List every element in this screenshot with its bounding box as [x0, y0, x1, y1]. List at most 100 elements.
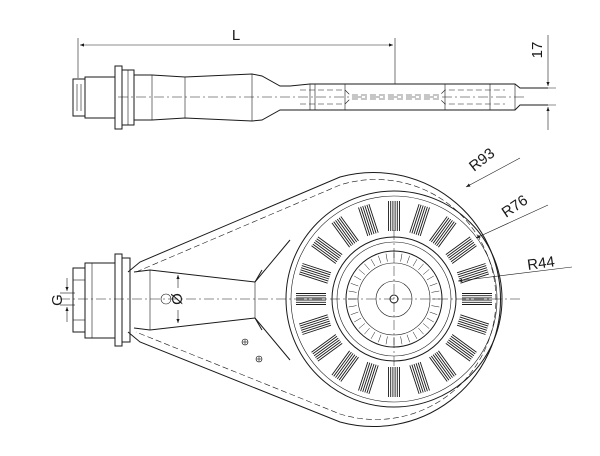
flame-slot-line — [364, 363, 375, 393]
radius-r44-label: R44 — [526, 253, 556, 274]
side-view-inlet-fitting — [72, 65, 135, 130]
flame-slot-line — [298, 314, 328, 325]
flame-slot-line — [451, 245, 477, 264]
flame-slot-line — [445, 236, 471, 255]
flame-slot-line — [333, 221, 352, 247]
flame-slot-line — [458, 267, 488, 278]
flame-slot-line — [459, 271, 489, 282]
flame-slot-line — [448, 339, 473, 358]
flame-slot-line — [317, 236, 343, 255]
flame-slot-line — [418, 263, 424, 271]
flame-slot-line — [311, 334, 337, 353]
flame-slot-line — [430, 355, 450, 381]
flame-slot-line — [412, 331, 418, 339]
height-dimension: 17 — [520, 35, 556, 130]
flame-slot-line — [458, 269, 488, 280]
flame-slot-line — [299, 271, 329, 282]
flame-slot-line — [413, 205, 424, 235]
flame-slot-line — [364, 263, 370, 271]
flame-slot-line — [406, 334, 410, 343]
top-view: G Ø R93 R76 R44 — [49, 145, 573, 427]
flame-slot-line — [366, 364, 377, 394]
flame-slot-line — [362, 363, 373, 393]
flame-slot-line — [312, 243, 338, 263]
flame-slot-line — [350, 311, 359, 315]
radius-r76-label: R76 — [499, 192, 531, 221]
flame-slot-line — [358, 323, 366, 329]
flame-slot-line — [400, 253, 403, 262]
top-view-inlet-fitting — [72, 253, 131, 347]
flame-slot-line — [413, 363, 424, 393]
diameter-dimension: Ø — [169, 275, 186, 323]
flame-slot-line — [368, 203, 379, 233]
flame-slot-line — [299, 316, 329, 327]
flame-slot-line — [458, 320, 488, 331]
flame-slot-line — [409, 203, 420, 233]
flame-slot-line — [354, 275, 362, 281]
flame-slot-line — [313, 241, 339, 261]
flame-slot-line — [385, 336, 388, 345]
flame-slot-line — [366, 204, 377, 234]
flame-slot-line — [317, 343, 343, 362]
flame-slot-line — [460, 273, 490, 284]
flame-slot-line — [360, 206, 371, 236]
flame-slot-line — [340, 216, 359, 242]
flame-slot-line — [436, 221, 455, 247]
flame-slot-line — [350, 283, 359, 287]
flame-slot-line — [436, 351, 455, 377]
flame-slot-line — [460, 314, 490, 325]
flame-slot-line — [422, 323, 430, 329]
screw-marks — [241, 338, 263, 363]
flame-slot-line — [429, 283, 438, 287]
flame-slot-line — [450, 243, 476, 263]
flame-slot-line — [338, 217, 358, 243]
flame-slot-line — [432, 354, 452, 380]
radius-r93-callout: R93 — [465, 145, 521, 188]
flame-slot-line — [457, 322, 487, 333]
flame-slot-line — [370, 259, 376, 267]
radius-r76-callout: R76 — [475, 192, 549, 239]
flame-slot-line — [430, 217, 450, 243]
flame-slot-line — [336, 354, 356, 380]
length-dimension: L — [77, 27, 396, 84]
flame-slot-line — [446, 238, 472, 257]
flame-slot-line — [429, 311, 438, 315]
flame-slot-line — [370, 331, 376, 339]
flame-slot-line — [315, 240, 340, 259]
flame-slot-line — [458, 318, 488, 329]
flame-slot-line — [449, 337, 475, 357]
flame-slot-line — [331, 350, 350, 376]
length-label: L — [232, 27, 240, 44]
flame-slot-line — [301, 265, 331, 276]
flame-slot-line — [348, 305, 357, 308]
flame-slot-line — [415, 205, 426, 235]
flame-slot-line — [335, 220, 354, 245]
flame-slot-line — [438, 350, 457, 376]
flame-slot-line — [429, 216, 448, 242]
flame-slot-line — [400, 336, 403, 345]
flame-slot-line — [431, 290, 440, 293]
side-view: L 17 — [72, 27, 556, 130]
radius-r93-label: R93 — [466, 145, 498, 175]
flame-slot-line — [411, 204, 422, 234]
flame-slot-line — [418, 327, 424, 335]
diameter-label: Ø — [169, 293, 186, 305]
flame-slot-line — [385, 253, 388, 262]
flame-slot-line — [422, 269, 430, 275]
flame-slot-line — [450, 335, 476, 355]
flame-slot-line — [340, 356, 359, 382]
flame-slot-line — [315, 339, 340, 358]
flame-slot-line — [358, 207, 369, 237]
gas-inlet-label: G — [49, 294, 66, 306]
flame-slot-line — [438, 222, 457, 248]
flame-slot-line — [456, 263, 486, 274]
height-label: 17 — [529, 42, 546, 59]
flame-slot-line — [300, 320, 330, 331]
flame-slot-line — [415, 363, 426, 393]
flame-slot-line — [364, 205, 375, 235]
flame-slot-line — [313, 337, 339, 357]
flame-slot-line — [417, 206, 428, 236]
flame-slot-line — [300, 318, 330, 329]
flame-slot-line — [457, 265, 487, 276]
flame-slot-line — [434, 220, 453, 245]
